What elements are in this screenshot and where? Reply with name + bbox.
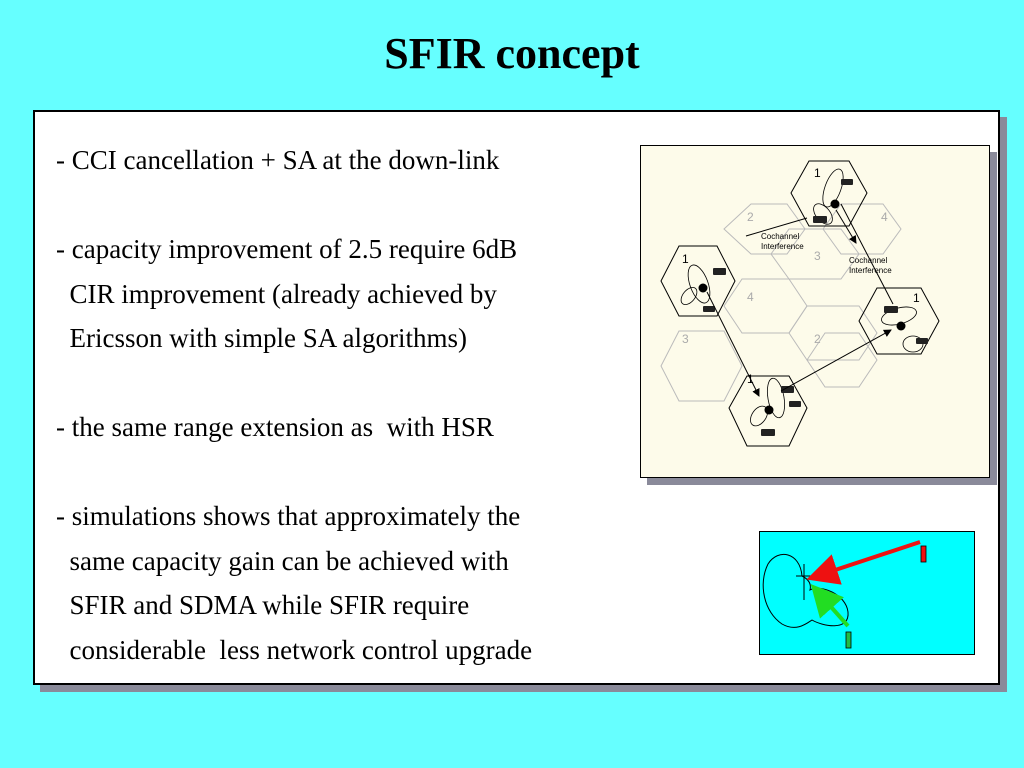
- beam-pattern: [762, 554, 849, 628]
- hex-cell-diagram: 1 2 4 3 1 4 1 3 2 1 Cochannel Interferen…: [640, 145, 990, 478]
- annotation-text: Cochannel: [761, 232, 799, 241]
- cell-number: 1: [682, 252, 689, 266]
- hex-cell-active: [728, 375, 808, 447]
- bullet-line: - capacity improvement of 2.5 require 6d…: [56, 234, 518, 264]
- slide-title: SFIR concept: [384, 29, 640, 78]
- interference-arrow: [780, 329, 892, 392]
- bullet-line: - the same range extension as with HSR: [56, 412, 494, 442]
- base-station: [764, 405, 774, 415]
- bullet-line: Ericsson with simple SA algorithms): [56, 323, 468, 353]
- desired-arrow: [810, 584, 850, 628]
- annotation-text: Interference: [849, 266, 892, 275]
- bullet-line: same capacity gain can be achieved with: [56, 545, 509, 576]
- bullet-spacer: ​: [56, 183, 656, 228]
- interference-arrow: [835, 209, 857, 244]
- interference-arrow: [706, 291, 760, 397]
- user-terminal: [845, 631, 852, 649]
- cell-number: 1: [814, 166, 821, 180]
- bullet-line: considerable less network control upgrad…: [56, 634, 533, 665]
- interferer-terminal: [920, 545, 927, 563]
- cell-number: 2: [747, 210, 754, 224]
- cell-number: 1: [913, 291, 920, 305]
- interference-arrow: [840, 203, 894, 305]
- beam-lobes: [680, 168, 924, 427]
- beam-svg: [762, 540, 927, 649]
- cell-number: 3: [814, 249, 821, 263]
- hex-cell-active: [790, 160, 868, 227]
- bullet-line: SFIR and SDMA while SFIR require: [56, 590, 470, 620]
- hex-cell-active: [660, 245, 736, 317]
- interference-arrow: [745, 217, 808, 237]
- cell-number: 2: [814, 332, 821, 346]
- cell-number: 4: [881, 210, 888, 224]
- hex-cell-svg: 1 2 4 3 1 4 1 3 2 1 Cochannel Interferen…: [660, 160, 940, 447]
- interference-arrow: [806, 540, 921, 585]
- bullet-spacer: ​: [56, 361, 656, 406]
- cell-number: 3: [682, 332, 689, 346]
- vehicles: [703, 179, 928, 436]
- base-station: [698, 283, 708, 293]
- bullet-line: CIR improvement (already achieved by: [56, 278, 497, 309]
- bullet-spacer: ​: [56, 450, 656, 495]
- bullet-line: - simulations shows that approximately t…: [56, 501, 521, 531]
- base-station: [896, 321, 906, 331]
- beam-illustration: [759, 531, 975, 655]
- bullet-list: - CCI cancellation + SA at the down-link…: [56, 138, 656, 672]
- base-station: [830, 199, 840, 209]
- hex-cell-active: [858, 287, 940, 355]
- bullet-line: - CCI cancellation + SA at the down-link: [56, 145, 500, 175]
- hex-cell: [660, 330, 743, 402]
- hex-cell: [806, 332, 878, 388]
- cell-number: 1: [747, 372, 754, 386]
- cell-number: 4: [747, 290, 754, 304]
- annotation-text: Interference: [761, 242, 804, 251]
- annotation-text: Cochannel: [849, 256, 887, 265]
